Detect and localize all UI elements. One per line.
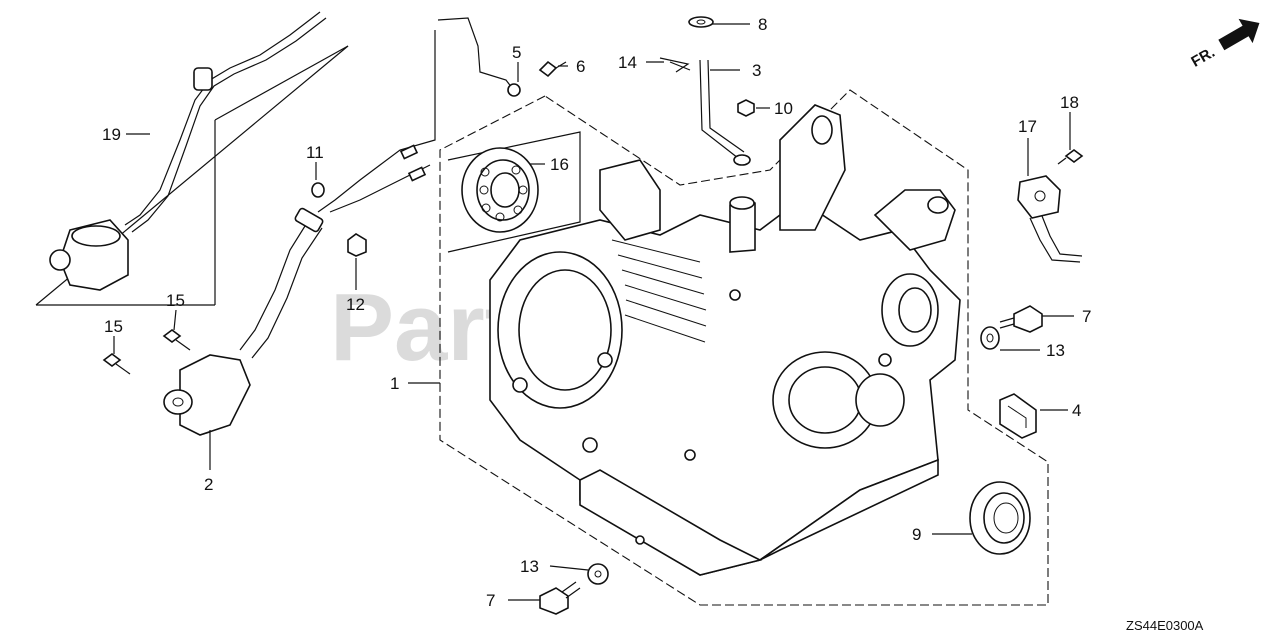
callout-9[interactable]: 9 (912, 525, 921, 544)
callout-labels: 1 2 3 4 5 6 7 7 8 9 10 11 12 13 13 14 15… (102, 15, 1091, 610)
callout-16[interactable]: 16 (550, 155, 569, 174)
grommet-part[interactable] (347, 233, 367, 257)
callout-2[interactable]: 2 (204, 475, 213, 494)
nut-part[interactable] (737, 99, 755, 117)
washer-part-13a[interactable] (980, 326, 1000, 350)
callout-3[interactable]: 3 (752, 61, 761, 80)
bearing-part[interactable] (447, 131, 581, 253)
callout-5[interactable]: 5 (512, 43, 521, 62)
screw-part-18[interactable] (1057, 149, 1084, 165)
assembly-outline (439, 89, 1049, 606)
oil-switch-assembly-part[interactable] (35, 11, 349, 306)
oil-cable-part[interactable] (317, 30, 436, 213)
callout-13a[interactable]: 13 (1046, 341, 1065, 360)
oil-switch-part[interactable] (163, 207, 324, 436)
bolt-part-15b[interactable] (102, 353, 131, 375)
clip-part[interactable] (659, 57, 691, 73)
small-washer-part[interactable] (311, 182, 325, 198)
callout-13b[interactable]: 13 (520, 557, 539, 576)
callout-7a[interactable]: 7 (1082, 307, 1091, 326)
bolt-part-7a[interactable] (999, 305, 1043, 333)
callout-11[interactable]: 11 (306, 143, 324, 162)
gasket-part[interactable] (999, 393, 1037, 439)
sensor-part[interactable] (1017, 175, 1083, 263)
crankcase-part[interactable] (489, 104, 961, 576)
washer-part-13b[interactable] (587, 563, 609, 585)
callout-1[interactable]: 1 (390, 374, 399, 393)
diagram-code: ZS44E0300A (1126, 618, 1204, 633)
callout-8[interactable]: 8 (758, 15, 767, 34)
bolt-part-15a[interactable] (162, 329, 191, 351)
front-label: FR. (1188, 44, 1217, 71)
oil-seal-part[interactable] (969, 481, 1031, 555)
callout-7b[interactable]: 7 (486, 591, 495, 610)
callout-6[interactable]: 6 (576, 57, 585, 76)
callout-19[interactable]: 19 (102, 125, 121, 144)
callout-18[interactable]: 18 (1060, 93, 1079, 112)
callout-12[interactable]: 12 (346, 295, 365, 314)
callout-10[interactable]: 10 (774, 99, 793, 118)
callout-17[interactable]: 17 (1018, 117, 1037, 136)
tube-part[interactable] (699, 59, 751, 166)
callout-14[interactable]: 14 (618, 53, 637, 72)
front-arrow-icon: FR. (1188, 18, 1260, 71)
callout-4[interactable]: 4 (1072, 401, 1081, 420)
washer-part[interactable] (688, 16, 714, 28)
callout-15b[interactable]: 15 (104, 317, 123, 336)
callout-15a[interactable]: 15 (166, 291, 185, 310)
bolt-part-7b[interactable] (539, 581, 581, 615)
sensor-wire-part[interactable] (437, 17, 567, 97)
leader-lines (113, 23, 1074, 601)
